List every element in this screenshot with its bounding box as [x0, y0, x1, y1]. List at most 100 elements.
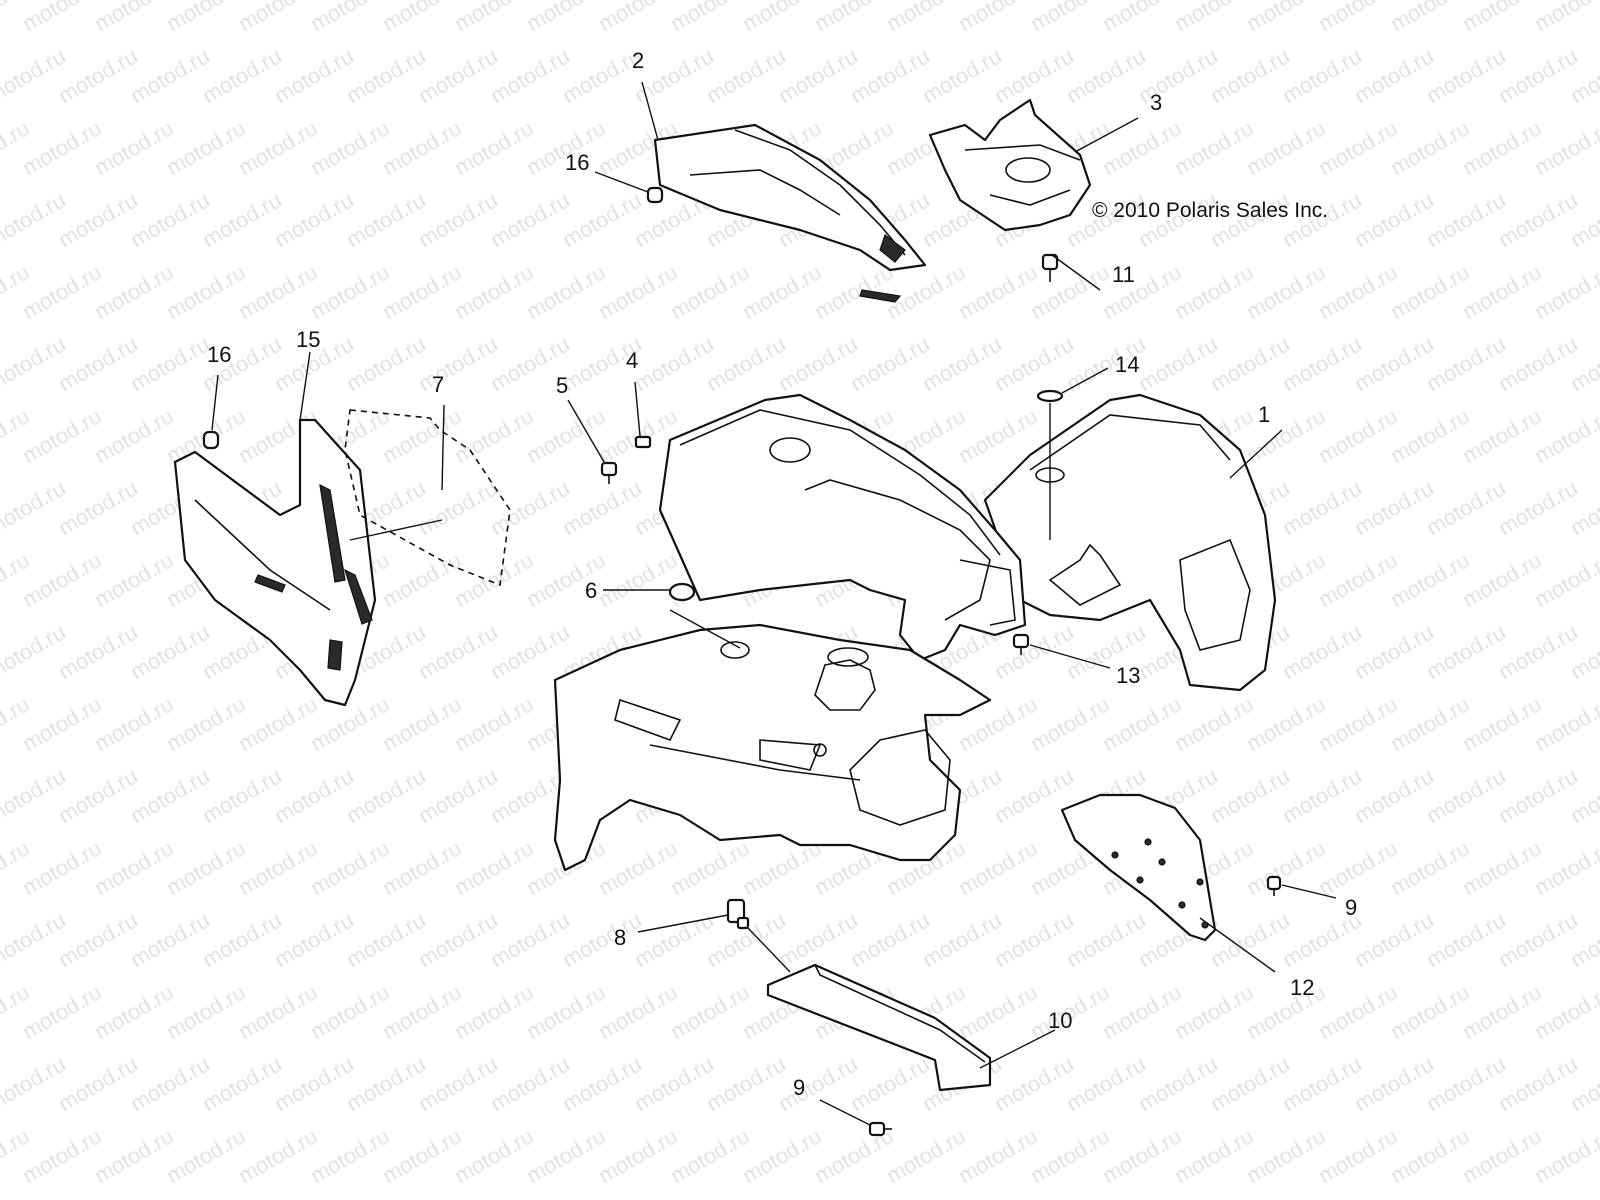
part-6-plug[interactable] — [668, 582, 696, 602]
watermark-text: motod.ru — [558, 907, 646, 972]
watermark-text: motod.ru — [0, 1051, 70, 1116]
watermark-text: motod.ru — [1026, 1123, 1114, 1188]
watermark-text: motod.ru — [774, 43, 862, 108]
watermark-text: motod.ru — [990, 1051, 1078, 1116]
watermark-text: motod.ru — [90, 403, 178, 468]
part-1-front-fender[interactable] — [983, 393, 1277, 692]
watermark-text: motod.ru — [1206, 1051, 1294, 1116]
part-11-bolt[interactable] — [1041, 253, 1059, 282]
part-9-screw-bottom[interactable] — [868, 1121, 892, 1137]
callout-5: 5 — [556, 373, 568, 398]
watermark-text: motod.ru — [486, 619, 574, 684]
watermark-text: motod.ru — [702, 331, 790, 396]
watermark-text: motod.ru — [0, 43, 70, 108]
watermark-text: motod.ru — [1458, 547, 1546, 612]
watermark-text: motod.ru — [1314, 691, 1402, 756]
watermark-text: motod.ru — [738, 259, 826, 324]
watermark-text: motod.ru — [1242, 835, 1330, 900]
part-7-decal[interactable] — [344, 409, 511, 587]
watermark-text: motod.ru — [90, 835, 178, 900]
watermark-text: motod.ru — [594, 1123, 682, 1188]
watermark-text: motod.ru — [18, 547, 106, 612]
watermark-text: motod.ru — [126, 1051, 214, 1116]
part-16-grommet-left[interactable] — [202, 430, 220, 450]
part-main-front-body[interactable] — [553, 393, 1027, 872]
watermark-text: motod.ru — [0, 1195, 70, 1200]
watermark-text: motod.ru — [54, 43, 142, 108]
watermark-text: motod.ru — [306, 1123, 394, 1188]
part-14-washer[interactable] — [1036, 389, 1064, 403]
watermark-text: motod.ru — [666, 979, 754, 1044]
part-2-console-panel[interactable] — [653, 123, 927, 303]
watermark-text: motod.ru — [1458, 115, 1546, 180]
watermark-text: motod.ru — [486, 43, 574, 108]
watermark-text: motod.ru — [594, 259, 682, 324]
part-10-lower-plate[interactable] — [766, 963, 992, 1092]
watermark-text: motod.ru — [918, 43, 1006, 108]
watermark-text: motod.ru — [918, 331, 1006, 396]
watermark-text: motod.ru — [414, 187, 502, 252]
watermark-text: motod.ru — [1098, 1123, 1186, 1188]
watermark-text: motod.ru — [1062, 43, 1150, 108]
watermark-text: motod.ru — [558, 1195, 646, 1200]
watermark-text: motod.ru — [1422, 1051, 1510, 1116]
callout-labels: 1 2 3 4 5 6 7 8 9 9 10 11 12 13 14 15 16… — [207, 48, 1357, 1100]
watermark-text: motod.ru — [918, 1195, 1006, 1200]
watermark-text: motod.ru — [126, 187, 214, 252]
watermark-text: motod.ru — [882, 1123, 970, 1188]
part-16-grommet-top[interactable] — [646, 186, 664, 204]
watermark-text: motod.ru — [1422, 763, 1510, 828]
watermark-text: motod.ru — [846, 907, 934, 972]
watermark-text: motod.ru — [918, 907, 1006, 972]
watermark-text: motod.ru — [54, 763, 142, 828]
part-13-push-rivet[interactable] — [1012, 633, 1030, 655]
watermark-text: motod.ru — [1314, 547, 1402, 612]
watermark-text: motod.ru — [342, 1195, 430, 1200]
watermark-text: motod.ru — [162, 691, 250, 756]
watermark-text: motod.ru — [342, 187, 430, 252]
watermark-text: motod.ru — [450, 691, 538, 756]
watermark-text: motod.ru — [414, 331, 502, 396]
watermark-text: motod.ru — [378, 259, 466, 324]
watermark-text: motod.ru — [342, 763, 430, 828]
watermark-text: motod.ru — [1062, 907, 1150, 972]
watermark-text: motod.ru — [1386, 115, 1474, 180]
part-12-heat-shield[interactable] — [1060, 793, 1217, 942]
watermark-text: motod.ru — [1494, 187, 1582, 252]
watermark-text: motod.ru — [1494, 1051, 1582, 1116]
part-15-side-panel[interactable] — [173, 418, 377, 707]
watermark-text: motod.ru — [1170, 691, 1258, 756]
callout-16-top: 16 — [565, 150, 589, 175]
part-5-screw[interactable] — [600, 461, 618, 484]
watermark-text: motod.ru — [306, 835, 394, 900]
part-4-clip[interactable] — [634, 435, 652, 449]
watermark-text: motod.ru — [378, 115, 466, 180]
watermark-text: motod.ru — [1458, 691, 1546, 756]
part-8-connector[interactable] — [726, 898, 750, 930]
watermark-text: motod.ru — [1350, 331, 1438, 396]
watermark-text: motod.ru — [18, 403, 106, 468]
watermark-text: motod.ru — [378, 403, 466, 468]
callout-13: 13 — [1116, 663, 1140, 688]
watermark-text: motod.ru — [198, 1051, 286, 1116]
watermark-text: motod.ru — [414, 619, 502, 684]
watermark-text: motod.ru — [270, 187, 358, 252]
watermark-text: motod.ru — [414, 43, 502, 108]
watermark-text: motod.ru — [0, 619, 70, 684]
watermark-text: motod.ru — [1350, 907, 1438, 972]
watermark-text: motod.ru — [846, 43, 934, 108]
watermark-text: motod.ru — [162, 259, 250, 324]
watermark-text: motod.ru — [90, 979, 178, 1044]
part-9-screw-right[interactable] — [1266, 875, 1282, 896]
watermark-text: motod.ru — [270, 763, 358, 828]
watermark-text: motod.ru — [126, 907, 214, 972]
watermark-text: motod.ru — [1458, 835, 1546, 900]
watermark-text: motod.ru — [1098, 979, 1186, 1044]
watermark-text: motod.ru — [846, 1051, 934, 1116]
watermark-text: motod.ru — [558, 187, 646, 252]
watermark-text: motod.ru — [1134, 1195, 1222, 1200]
part-3-top-cover[interactable] — [928, 98, 1092, 232]
watermark-text: motod.ru — [630, 907, 718, 972]
watermark-text: motod.ru — [666, 259, 754, 324]
